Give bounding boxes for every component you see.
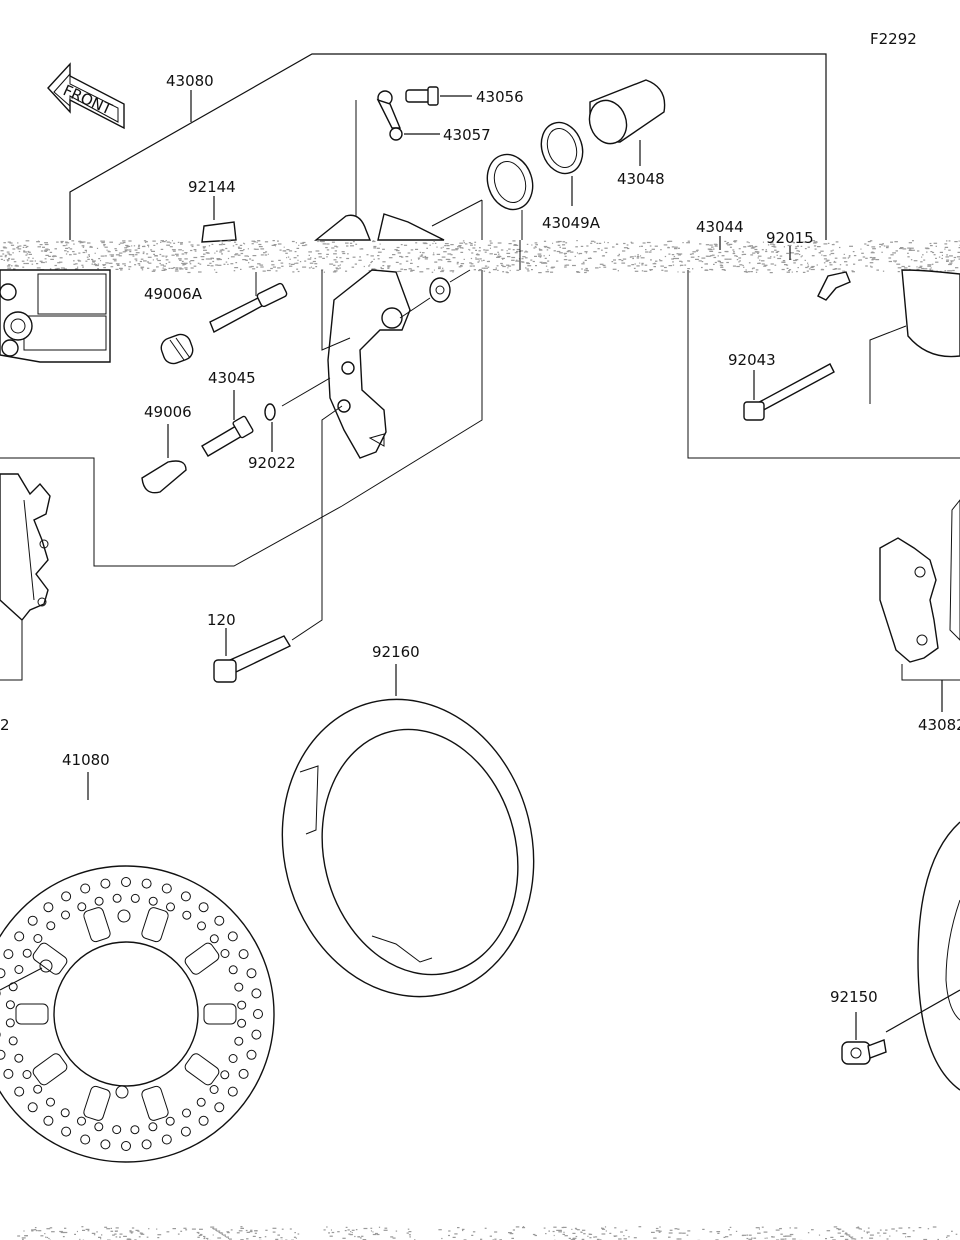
scan-noise-band-bottom	[17, 1226, 958, 1240]
bracket-pin-part	[201, 390, 254, 457]
label-43044: 43044	[696, 218, 744, 236]
seal-ring-part	[540, 121, 584, 206]
pad-clip-part	[789, 246, 851, 301]
label-92160: 92160	[372, 643, 420, 661]
label-43057: 43057	[443, 126, 491, 144]
label-43080: 43080	[166, 72, 214, 90]
leader-bracket-right	[341, 270, 483, 507]
label-43082-right: 43082	[918, 716, 960, 734]
label-92015: 92015	[766, 229, 814, 247]
brake-disc-left	[0, 772, 275, 1163]
caliper-body-right	[687, 269, 960, 459]
label-49006A: 49006A	[144, 285, 203, 303]
figure-code: F2292	[870, 30, 917, 48]
pad-spring-part	[201, 196, 237, 243]
dust-seal-part	[481, 153, 534, 240]
caliper-bracket-body	[321, 269, 411, 459]
label-43082-left: 2	[0, 716, 10, 734]
brake-disc-right	[885, 821, 960, 1091]
caliper-bracket-upper	[314, 199, 483, 241]
mounting-bolt-part	[213, 405, 343, 683]
caliper-body-left	[0, 269, 111, 363]
label-92144: 92144	[188, 178, 236, 196]
label-43056: 43056	[476, 88, 524, 106]
pad-pin-part	[743, 363, 835, 421]
scan-noise-band	[0, 240, 960, 274]
brake-pad-right	[879, 499, 960, 712]
piston-part	[588, 79, 666, 166]
disc-spacer-ring-part	[281, 664, 535, 998]
bleeder-valve-part	[405, 86, 472, 106]
slide-pin-part	[209, 272, 288, 333]
bracket-sleeve-part	[399, 269, 471, 319]
label-120: 120	[207, 611, 236, 629]
leader-43080	[69, 53, 827, 240]
brake-pad-left	[0, 457, 343, 681]
bleeder-cap-part	[355, 90, 440, 240]
label-92150: 92150	[830, 988, 878, 1006]
label-43049A: 43049A	[542, 214, 601, 232]
front-arrow-icon: FRONT	[47, 62, 125, 130]
washer-part	[264, 377, 331, 452]
label-49006: 49006	[144, 403, 192, 421]
label-41080: 41080	[62, 751, 110, 769]
disc-screw-part	[841, 1012, 887, 1065]
label-92022: 92022	[248, 454, 296, 472]
rubber-boot-part	[141, 424, 187, 494]
label-92043: 92043	[728, 351, 776, 369]
pin-boot-part	[160, 333, 194, 365]
label-43048: 43048	[617, 170, 665, 188]
label-43045: 43045	[208, 369, 256, 387]
